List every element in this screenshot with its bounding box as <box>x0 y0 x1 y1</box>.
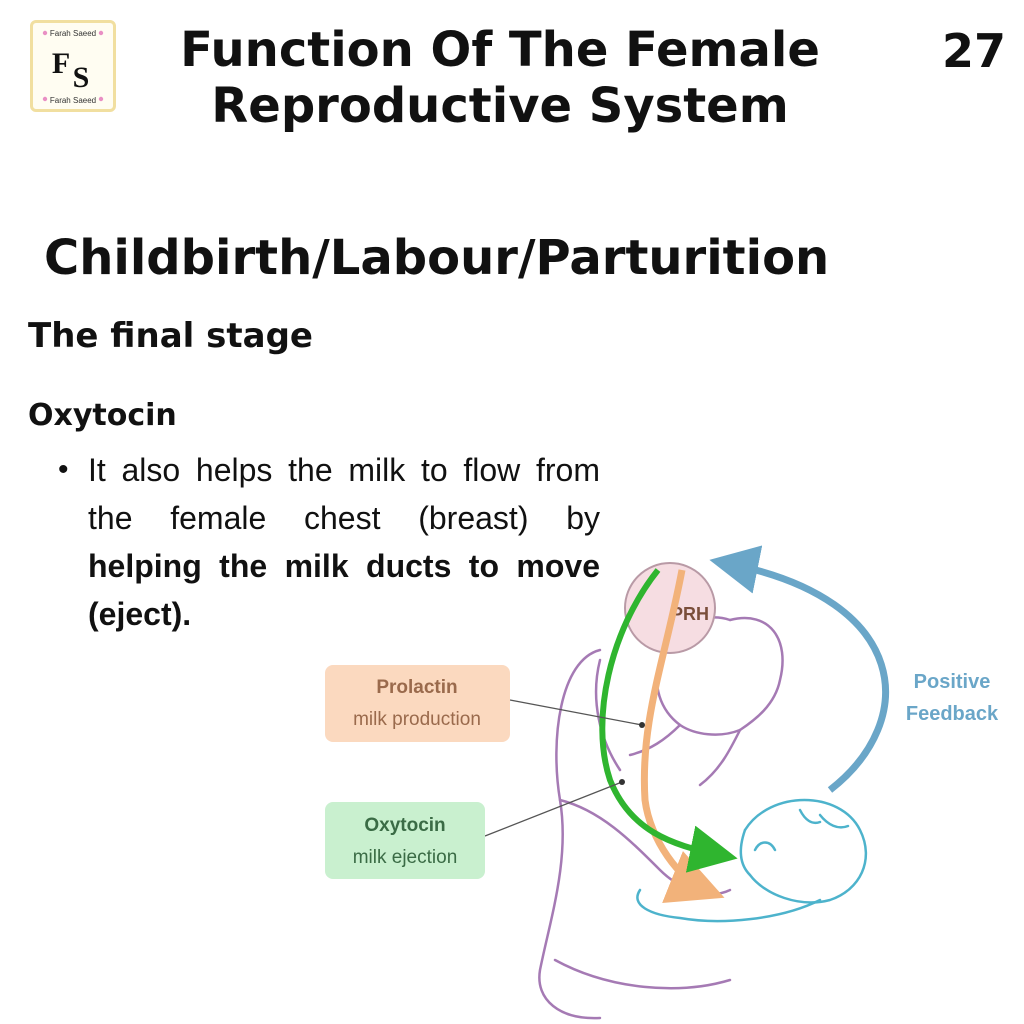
baby-figure <box>636 798 868 923</box>
feedback-label-line2: Feedback <box>906 703 999 725</box>
logo-top-text: Farah Saeed <box>50 29 96 38</box>
bullet-plain-text: It also helps the milk to flow from the … <box>88 452 600 536</box>
logo-emblem: Farah Saeed F S Farah Saeed <box>42 29 104 105</box>
page-number: 27 <box>941 24 1006 78</box>
bullet-point: • It also helps the milk to flow from th… <box>58 446 600 638</box>
bullet-bold-text: helping the milk ducts to move (eject). <box>88 548 600 632</box>
prolactin-connector-dot <box>639 722 645 728</box>
oxytocin-connector <box>484 781 623 837</box>
positive-feedback-arrow <box>709 545 889 793</box>
logo-initial-f: F <box>52 47 70 80</box>
prolactin-box <box>325 665 510 742</box>
prolactin-box-title: Prolactin <box>376 677 457 698</box>
logo-bottom-text: Farah Saeed <box>50 96 96 105</box>
logo-initial-s: S <box>73 61 90 94</box>
oxytocin-box <box>325 802 485 879</box>
bullet-text: It also helps the milk to flow from the … <box>88 446 600 638</box>
oxytocin-box-title: Oxytocin <box>364 815 445 836</box>
section-subtitle: The final stage <box>28 316 313 356</box>
brand-logo: Farah Saeed F S Farah Saeed <box>30 20 116 112</box>
section-title: Childbirth/Labour/Parturition <box>44 230 830 286</box>
oxytocin-box-subtitle: milk ejection <box>353 847 458 868</box>
prolactin-arrow <box>640 569 725 903</box>
oxytocin-arrow <box>599 568 738 873</box>
prolactin-box-subtitle: milk production <box>353 709 481 730</box>
bullet-dot-icon: • <box>58 453 69 486</box>
mother-figure <box>538 616 784 1020</box>
feedback-label-line1: Positive <box>914 671 991 693</box>
prh-label: PRH <box>671 604 709 624</box>
hormone-label: Oxytocin <box>28 398 177 433</box>
prolactin-connector <box>509 699 643 726</box>
page-title: Function Of The Female Reproductive Syst… <box>180 22 820 134</box>
oxytocin-connector-dot <box>619 779 625 785</box>
lactation-hormone-diagram: PRH Prolactin milk production Oxytocin m… <box>325 545 999 1020</box>
